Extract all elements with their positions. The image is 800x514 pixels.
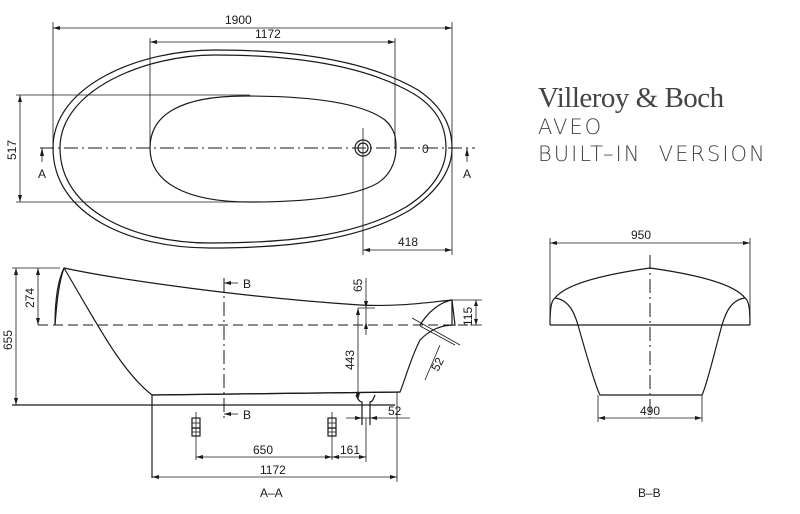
section-bb-label: B–B (638, 486, 661, 500)
overflow-symbol: 0 (422, 142, 429, 156)
top-view: 0 1900 1172 517 418 A A (5, 13, 475, 255)
dim-inner-depth: 443 (343, 350, 357, 370)
dim-drain-width: 52 (388, 404, 402, 418)
dim-wall-thickness: 52 (428, 355, 447, 374)
section-mark-a-right: A (463, 167, 471, 181)
section-bb-view: 950 490 B–B (549, 228, 751, 500)
dim-drain-to-end: 418 (398, 235, 418, 249)
title-block: Villeroy & Boch AVEO BUILT–IN VERSION (538, 82, 767, 168)
brand-name: Villeroy & Boch (538, 82, 724, 114)
dim-base-width: 490 (640, 404, 660, 418)
section-aa-view: B B 655 274 65 443 115 (1, 267, 482, 500)
dim-leg-spacing: 650 (253, 443, 273, 457)
dim-end-rim: 115 (461, 307, 475, 326)
tub-outer-outline (52, 49, 453, 249)
dim-inner-width: 517 (5, 140, 19, 160)
adjustable-leg-right (327, 412, 337, 460)
section-aa-label: A–A (260, 486, 283, 500)
dim-leg-to-drain: 161 (340, 443, 360, 457)
dim-inner-length: 1172 (255, 27, 281, 41)
dim-top-width: 950 (631, 228, 651, 242)
model-name: AVEO (538, 115, 604, 139)
version-label: BUILT–IN VERSION (538, 142, 767, 166)
dim-total-height: 655 (1, 330, 15, 350)
tub-inner-rim (59, 54, 447, 244)
section-mark-b-bottom: B (243, 408, 251, 422)
dim-rim-drop: 65 (351, 278, 365, 292)
section-mark-b-top: B (243, 277, 251, 291)
adjustable-leg-left (191, 412, 201, 460)
dim-overall-length: 1900 (225, 13, 252, 27)
basin-outline (149, 95, 397, 203)
dim-rim-height: 274 (23, 288, 37, 308)
side-profile-outline (54, 267, 456, 396)
section-mark-a-left: A (38, 167, 46, 181)
drain-pipe (355, 394, 376, 425)
dim-base-length: 1172 (260, 463, 286, 477)
